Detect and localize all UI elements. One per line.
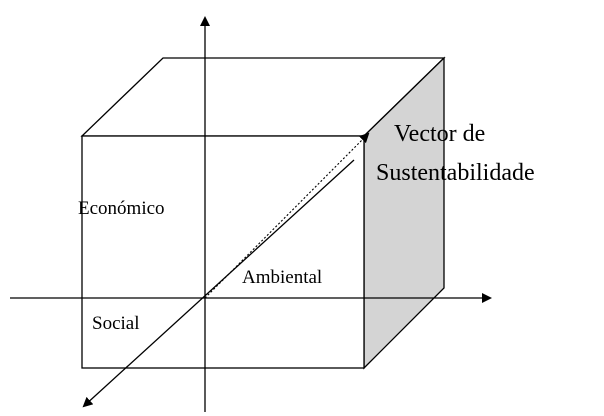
label-vector-line1: Vector de bbox=[394, 121, 485, 147]
cube-front-face bbox=[81, 135, 365, 369]
sustainability-vector bbox=[204, 132, 370, 299]
label-environmental: Ambiental bbox=[242, 267, 322, 288]
label-vector-line2: Sustentabilidade bbox=[376, 160, 535, 186]
label-economic: Económico bbox=[78, 198, 165, 219]
label-social: Social bbox=[92, 313, 140, 334]
diagonal-axis bbox=[82, 159, 355, 408]
